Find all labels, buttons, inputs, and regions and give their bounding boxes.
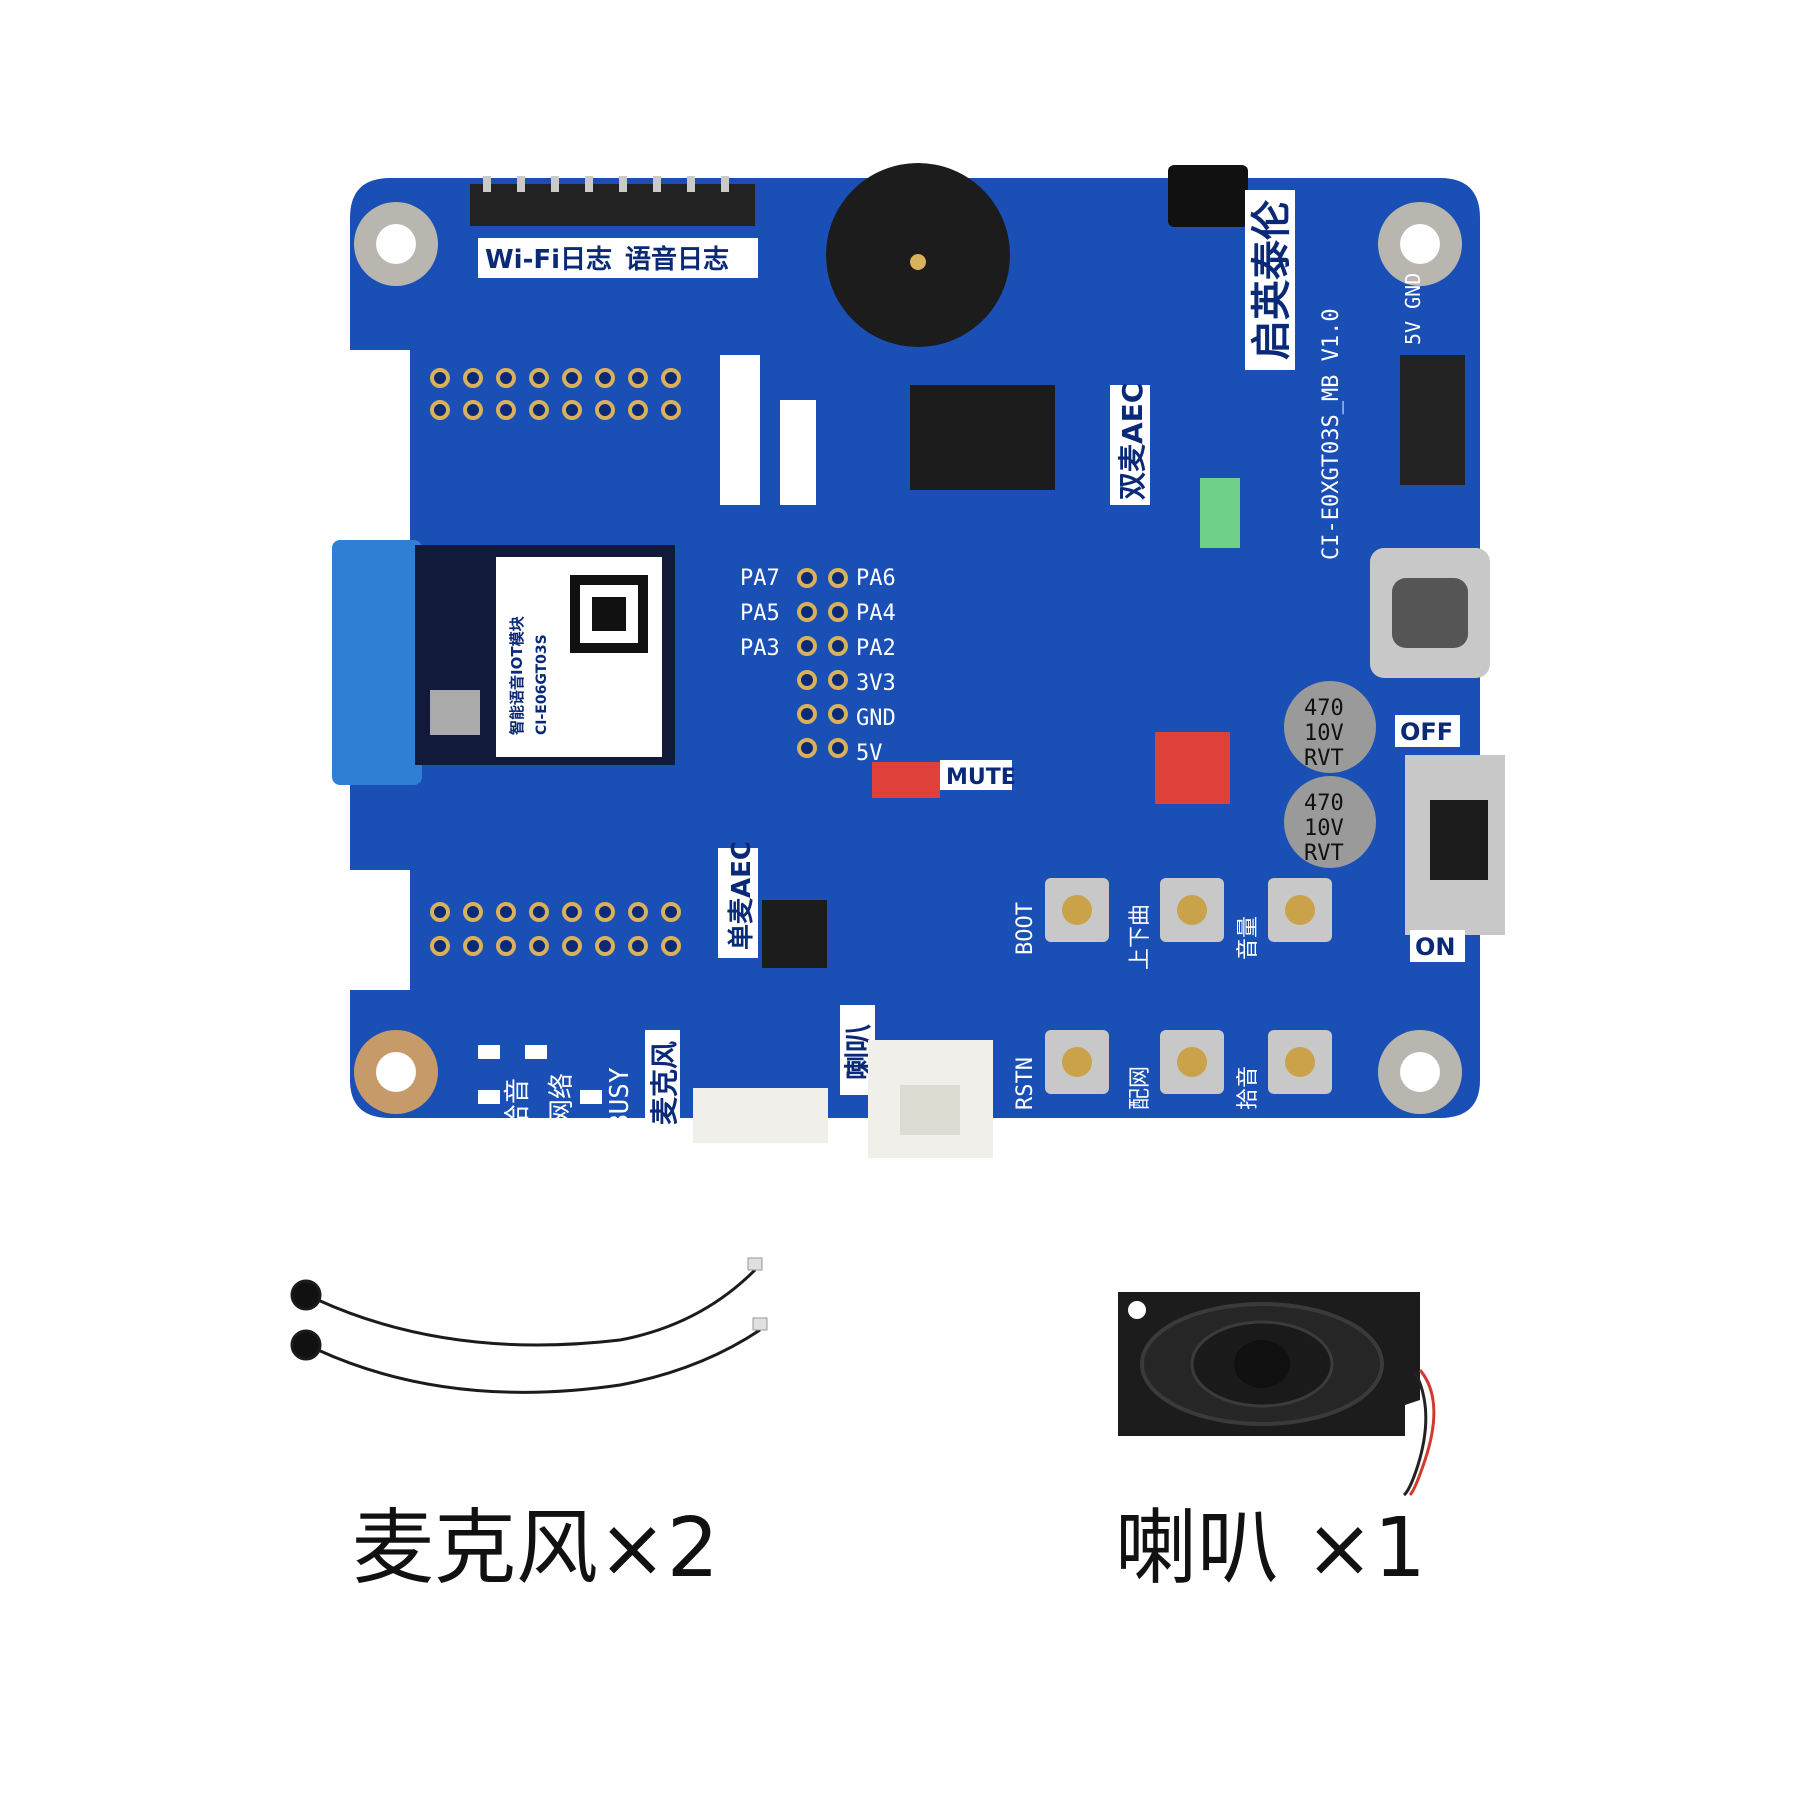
button-pickup[interactable] (1268, 1030, 1332, 1094)
button-boot[interactable] (1045, 878, 1109, 942)
module-model: CI-E06GT03S (534, 634, 550, 735)
voice-log-label: 语音日志 (625, 244, 729, 275)
5v-label: 5V (856, 741, 883, 766)
button-volume[interactable] (1268, 878, 1332, 942)
red-jumpers (1155, 732, 1230, 804)
mount-holes (354, 202, 1462, 1114)
volume-label: 音量 (1236, 916, 1261, 960)
dual-mic-jumpers (910, 385, 1055, 490)
button-pairing[interactable] (1160, 1030, 1224, 1094)
pairing-label: 配网 (1128, 1066, 1153, 1110)
button-track[interactable] (1160, 878, 1224, 942)
microphone-caption: 麦克风×2 (352, 1501, 719, 1596)
power-label: 5V GND (1401, 273, 1425, 345)
wifi-log-label: Wi-Fi日志 (485, 245, 612, 275)
track-label: 上下曲 (1128, 904, 1153, 970)
status-leds (478, 1045, 602, 1104)
pa5-label: PA5 (740, 601, 780, 626)
speaker (1118, 1292, 1436, 1497)
led-pickup-label: 拾音 (503, 1078, 533, 1130)
3v3-label: 3V3 (856, 671, 896, 696)
svg-text:470: 470 (1304, 696, 1344, 721)
antenna (332, 540, 422, 785)
led-busy-label: BUSY (605, 1067, 635, 1130)
microphone-pair (290, 1257, 768, 1394)
svg-text:470: 470 (1304, 791, 1344, 816)
top-pin-grid (430, 368, 681, 420)
speaker-caption: 喇叭 ×1 (1115, 1501, 1426, 1596)
off-label: OFF (1400, 718, 1453, 746)
dual-mic-aec-label: 双麦AEC (1116, 383, 1149, 500)
top-pin-header (470, 176, 755, 226)
power-header (1400, 355, 1465, 485)
on-label: ON (1415, 933, 1456, 961)
button-rstn[interactable] (1045, 1030, 1109, 1094)
board-brand: 启英泰伦 (1249, 199, 1295, 360)
pa4-label: PA4 (856, 601, 896, 626)
module-label: 智能语音IOT模块 (508, 615, 526, 735)
single-mic-jumpers (762, 900, 827, 968)
bottom-pin-grid (430, 902, 681, 956)
rstn-label: RSTN (1013, 1057, 1038, 1110)
wifi-module: 智能语音IOT模块 CI-E06GT03S (415, 545, 675, 765)
boot-label: BOOT (1013, 902, 1038, 955)
single-mic-aec-label: 单麦AEC (727, 841, 757, 950)
pcb-board: Wi-Fi日志 语音日志 启英泰伦 CI-E0XGT03S_MB V1.0 5V… (332, 163, 1505, 1158)
pa7-label: PA7 (740, 566, 780, 591)
gnd-label: GND (856, 706, 896, 731)
ir-receiver (1168, 165, 1248, 227)
board-model: CI-E0XGT03S_MB V1.0 (1319, 308, 1344, 560)
svg-text:RVT: RVT (1304, 841, 1344, 866)
svg-text:RVT: RVT (1304, 746, 1344, 771)
svg-text:10V: 10V (1304, 721, 1344, 746)
mute-jumper (872, 762, 940, 798)
capacitor-1: 470 10V RVT (1284, 681, 1376, 773)
pickup-label: 拾音 (1236, 1066, 1261, 1110)
capacitor-2: 470 10V RVT (1284, 776, 1376, 868)
mic-connector-label: 麦克风 (648, 1041, 681, 1125)
led-network-label: 网络 (547, 1073, 577, 1125)
pa3-label: PA3 (740, 636, 780, 661)
side-pin-grid (797, 568, 848, 758)
svg-text:10V: 10V (1304, 816, 1344, 841)
green-jumper (1200, 478, 1240, 548)
pa6-label: PA6 (856, 566, 896, 591)
mic-connector (693, 1088, 828, 1143)
pa2-label: PA2 (856, 636, 896, 661)
mute-label: MUTE (946, 765, 1016, 790)
